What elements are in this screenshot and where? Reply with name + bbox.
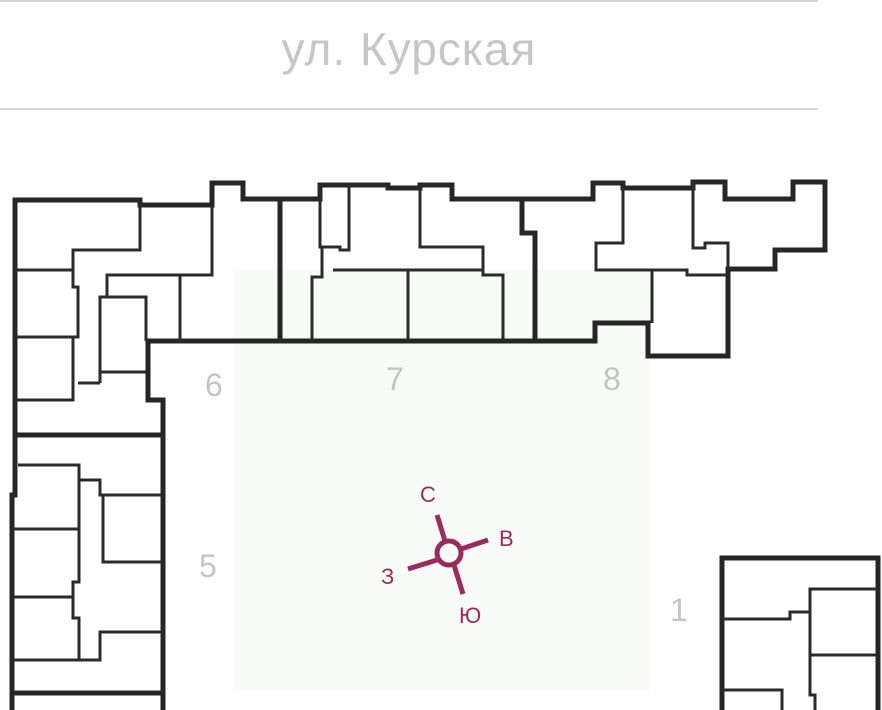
building-number-5: 5 xyxy=(199,548,217,584)
building-number-1: 1 xyxy=(670,592,688,628)
street-top-line xyxy=(0,0,818,2)
street-name: ул. Курская xyxy=(281,23,537,75)
compass-north: С xyxy=(420,482,436,507)
building-number-7: 7 xyxy=(386,361,404,397)
building-group-east xyxy=(719,555,881,710)
compass-east: В xyxy=(499,526,514,551)
compass-south: Ю xyxy=(459,603,481,628)
courtyard xyxy=(235,270,650,690)
compass-west: З xyxy=(381,564,394,589)
building-group-west xyxy=(9,435,166,710)
building-group-north xyxy=(12,179,828,438)
building-number-8: 8 xyxy=(603,361,621,397)
compass-rose-icon xyxy=(407,514,489,595)
street-bottom-line xyxy=(0,108,818,110)
building-number-6: 6 xyxy=(205,367,223,403)
